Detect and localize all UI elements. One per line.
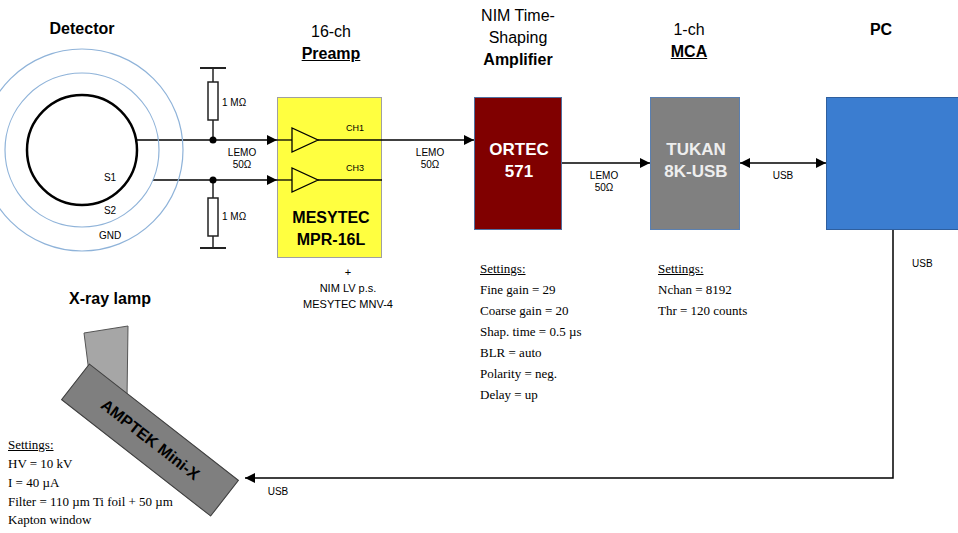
heading: PC bbox=[870, 19, 892, 41]
device-name: AMPTEK Mini-X bbox=[97, 396, 203, 484]
signal-connector bbox=[382, 139, 474, 141]
mca-box: 1-chMCATUKAN 8K-USB bbox=[650, 97, 740, 230]
wire bbox=[318, 139, 382, 140]
detector-ground-ring: DetectorGNDS2S1 bbox=[0, 48, 184, 252]
heading: Preamp bbox=[302, 43, 361, 65]
settings-heading: Settings: bbox=[658, 260, 704, 278]
signal-connector bbox=[136, 139, 277, 141]
detector-s2-ring: S2 S1 bbox=[4, 72, 160, 228]
xray-lamp: X-ray lampAMPTEK Mini-X bbox=[60, 325, 245, 515]
heading: Detector bbox=[50, 18, 115, 40]
pc-box: PC bbox=[826, 97, 958, 230]
device-name: MESYTEC MPR-16L bbox=[281, 207, 381, 251]
device-name: ORTEC 571 bbox=[481, 139, 557, 183]
amplifier-box: NIM Time-ShapingAmplifierORTEC 571 bbox=[474, 97, 562, 230]
wire bbox=[212, 236, 214, 248]
note: NIM LV p.s. bbox=[320, 280, 377, 296]
ground-bar bbox=[200, 67, 226, 69]
wire bbox=[318, 179, 382, 180]
detector-s1-pad: S1 bbox=[26, 94, 138, 206]
resistor-symbol bbox=[208, 198, 218, 236]
heading: 1-ch bbox=[673, 19, 704, 41]
wire bbox=[277, 179, 292, 180]
lamp-body: AMPTEK Mini-X bbox=[61, 363, 239, 516]
signal-connector bbox=[562, 162, 650, 164]
setting: Delay = up bbox=[480, 386, 538, 404]
component-value: 1 MΩ bbox=[222, 211, 246, 222]
circle-outline bbox=[5, 73, 159, 227]
channel-label: CH1 bbox=[346, 123, 364, 133]
connector-label: USB bbox=[268, 486, 289, 498]
setting: Coarse gain = 20 bbox=[480, 302, 569, 320]
settings-heading: Settings: bbox=[8, 436, 54, 454]
setting: Thr = 120 counts bbox=[658, 302, 747, 320]
connector-label: USB bbox=[773, 170, 794, 182]
heading: NIM Time-Shaping bbox=[456, 5, 580, 49]
component-value: 1 MΩ bbox=[222, 97, 246, 108]
note: MESYTEC MNV-4 bbox=[303, 296, 393, 312]
electrode-label: GND bbox=[99, 230, 121, 241]
note: + bbox=[345, 264, 351, 280]
amplifier-triangle bbox=[292, 128, 318, 152]
settings-heading: Settings: bbox=[480, 260, 526, 278]
setting: Polarity = neg. bbox=[480, 365, 557, 383]
setting: Shap. time = 0.5 µs bbox=[480, 323, 582, 341]
preamp-box: 16-chPreampMESYTEC MPR-16L bbox=[277, 97, 382, 258]
junction-dot bbox=[210, 177, 217, 184]
device-name: TUKAN 8K-USB bbox=[656, 139, 736, 183]
setting: Filter = 110 µm Ti foil + 50 µm Kapton w… bbox=[8, 493, 188, 529]
wire bbox=[212, 68, 214, 82]
setting: Fine gain = 29 bbox=[480, 281, 556, 299]
setting: I = 40 µA bbox=[8, 474, 59, 492]
signal-connector bbox=[740, 162, 826, 164]
circle-outline bbox=[26, 94, 138, 206]
connector-label: LEMO 50Ω bbox=[412, 147, 448, 171]
circle-outline bbox=[0, 49, 183, 251]
connector-label: LEMO 50Ω bbox=[586, 170, 622, 194]
setting: BLR = auto bbox=[480, 344, 542, 362]
connector-label: LEMO 50Ω bbox=[224, 147, 260, 171]
heading: X-ray lamp bbox=[69, 288, 151, 310]
electrode-label: S2 bbox=[104, 205, 116, 216]
bus-label: USB bbox=[912, 258, 933, 269]
circle-outline bbox=[27, 95, 137, 205]
amplifier-triangle bbox=[292, 168, 318, 192]
heading: Amplifier bbox=[483, 49, 552, 71]
wire bbox=[277, 139, 292, 140]
electrode-label: S1 bbox=[104, 172, 116, 183]
resistor-symbol bbox=[208, 82, 218, 120]
signal-connector bbox=[245, 230, 893, 478]
junction-dot bbox=[210, 137, 217, 144]
heading: 16-ch bbox=[311, 21, 351, 43]
setting: HV = 10 kV bbox=[8, 455, 73, 473]
setting: Nchan = 8192 bbox=[658, 281, 732, 299]
heading: MCA bbox=[671, 41, 707, 63]
channel-label: CH3 bbox=[346, 163, 364, 173]
ground-bar bbox=[200, 247, 226, 249]
